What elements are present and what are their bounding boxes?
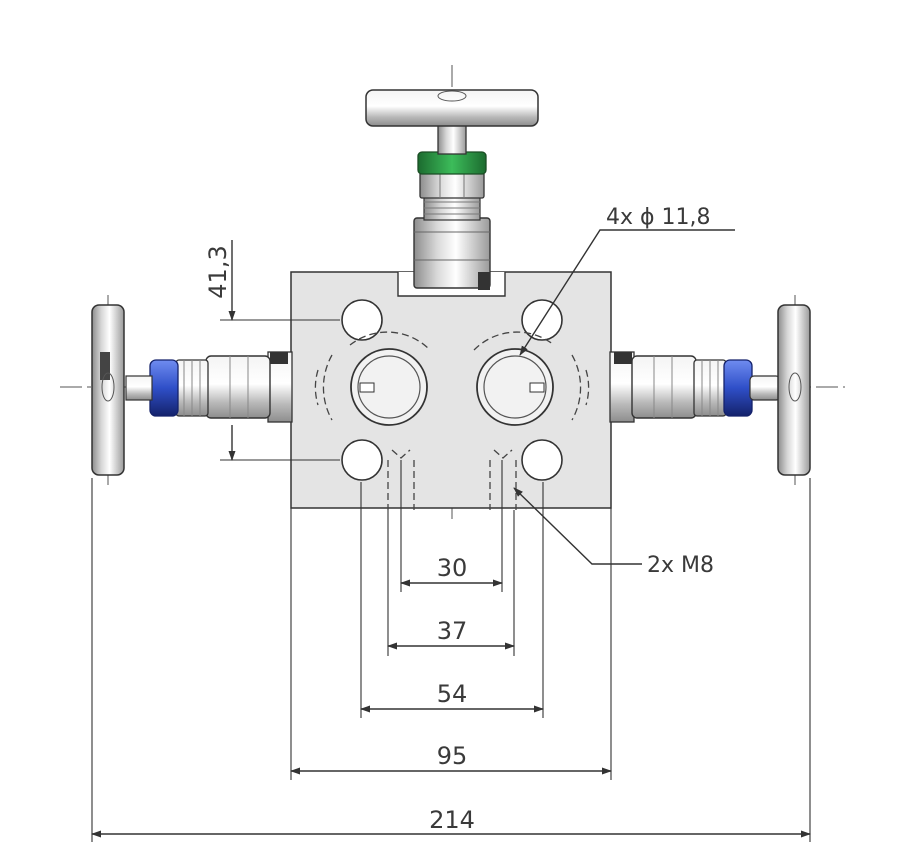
top-valve bbox=[365, 89, 539, 290]
leader-holes bbox=[519, 229, 735, 356]
process-ports bbox=[314, 331, 590, 426]
mounting-hole bbox=[521, 439, 563, 481]
mounting-hole bbox=[341, 299, 383, 341]
dim-text-41-3: 41,3 bbox=[204, 245, 232, 298]
dim-text-95: 95 bbox=[437, 742, 468, 770]
callout-holes: 4x ϕ 11,8 bbox=[606, 205, 711, 230]
process-port-right bbox=[476, 348, 554, 426]
mounting-hole bbox=[341, 439, 383, 481]
leader-lines bbox=[513, 229, 735, 565]
t-bar-handle-icon[interactable] bbox=[91, 304, 125, 476]
process-port-left bbox=[350, 348, 428, 426]
manifold-body bbox=[290, 271, 612, 509]
dim-text-54: 54 bbox=[437, 680, 468, 708]
t-bar-handle-icon[interactable] bbox=[365, 89, 539, 127]
extension-lines bbox=[91, 319, 811, 842]
dimension-texts: 41,3 30 37 54 95 214 4x ϕ 11,8 2x M8 bbox=[204, 205, 714, 834]
right-valve bbox=[609, 304, 811, 476]
left-valve bbox=[91, 304, 293, 476]
t-bar-handle-icon[interactable] bbox=[777, 304, 811, 476]
mounting-holes bbox=[341, 299, 563, 481]
hidden-threads bbox=[387, 449, 517, 510]
dim-text-37: 37 bbox=[437, 617, 468, 645]
callout-threads: 2x M8 bbox=[647, 553, 714, 578]
dim-text-214: 214 bbox=[429, 806, 475, 834]
leader-threads bbox=[513, 487, 642, 565]
dim-text-30: 30 bbox=[437, 554, 468, 582]
dimension-lines bbox=[91, 240, 811, 838]
